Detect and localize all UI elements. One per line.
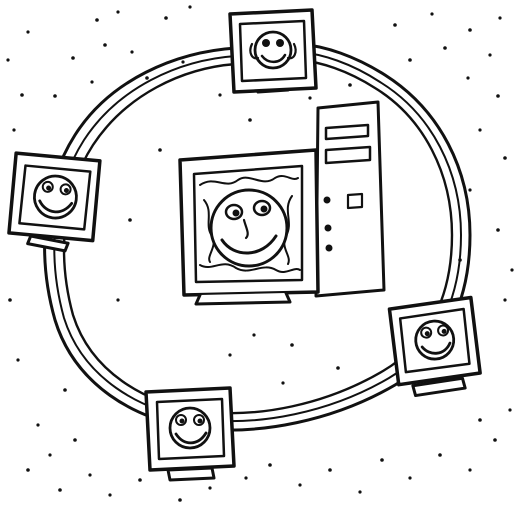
monitor-face-icon: [4, 149, 104, 254]
smiling-face: [211, 190, 287, 266]
monitor-face-icon: [389, 297, 481, 397]
tower-case: [316, 102, 384, 296]
monitor-face-icon: [146, 388, 234, 480]
central-monitor: [180, 150, 318, 304]
desktop-computer-icon: [180, 102, 384, 304]
monitor-face-icon: [230, 10, 316, 92]
